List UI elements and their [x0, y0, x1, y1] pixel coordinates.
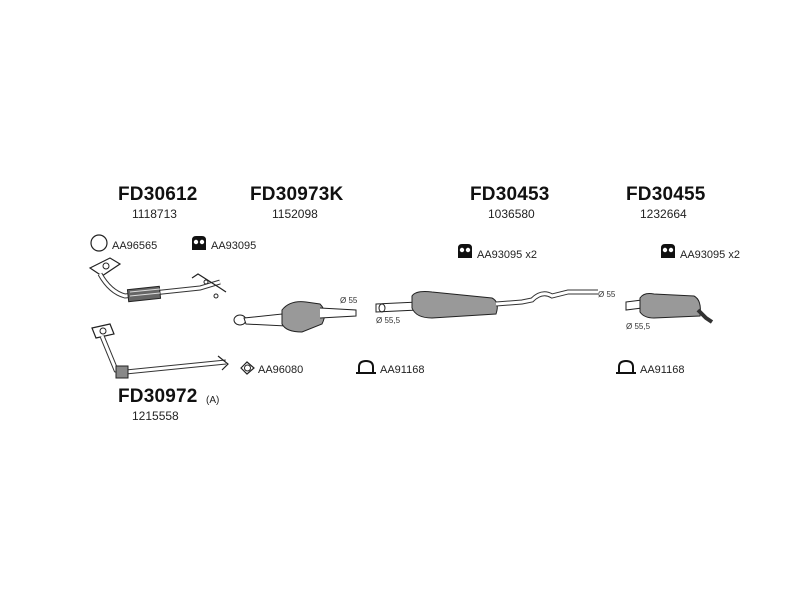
middle-silencer-fd30453-drawing	[375, 289, 598, 319]
front-pipe-fd30612-drawing	[88, 257, 227, 303]
ring-icon	[90, 234, 108, 252]
part-code-fd30973k: FD30973K	[250, 184, 344, 205]
rubber-hanger-icon	[458, 244, 472, 258]
part-ref-fd30453: 1036580	[488, 207, 535, 221]
part-variant-fd30972: (A)	[206, 395, 220, 406]
accessory-label-aa91168: AA91168	[380, 364, 425, 376]
accessory-label-aa91168: AA91168	[640, 364, 685, 376]
part-code-fd30612: FD30612	[118, 184, 198, 205]
part-ref-fd30455: 1232664	[640, 207, 687, 221]
diameter-label: Ø 55,5	[376, 316, 401, 325]
u-bolt-clamp-icon	[616, 359, 636, 374]
part-ref-fd30972: 1215558	[132, 409, 179, 423]
rear-silencer-fd30455-drawing	[625, 293, 714, 324]
accessory-label-aa93095-x2: AA93095 x2	[477, 249, 537, 261]
gasket-ring-icon	[240, 361, 255, 375]
part-code-fd30455: FD30455	[626, 184, 706, 205]
part-code-fd30453: FD30453	[470, 184, 550, 205]
diameter-label: Ø 55,5	[626, 322, 651, 331]
rubber-hanger-icon	[192, 236, 206, 250]
accessory-label-aa93095-x2: AA93095 x2	[680, 249, 740, 261]
part-ref-fd30612: 1118713	[132, 207, 177, 221]
diameter-label: Ø 55	[598, 290, 616, 299]
rubber-hanger-icon	[661, 244, 675, 258]
diameter-label: Ø 55	[340, 296, 358, 305]
accessory-label-aa96080: AA96080	[258, 364, 304, 376]
u-bolt-clamp-icon	[356, 359, 376, 374]
accessory-label-aa93095: AA93095	[211, 240, 257, 252]
part-code-fd30972: FD30972	[118, 386, 198, 407]
part-ref-fd30973k: 1152098	[272, 207, 318, 221]
accessory-label-aa96565: AA96565	[112, 240, 158, 252]
front-pipe-fd30972-drawing	[91, 323, 229, 379]
catalytic-converter-fd30973k-drawing	[233, 301, 357, 333]
